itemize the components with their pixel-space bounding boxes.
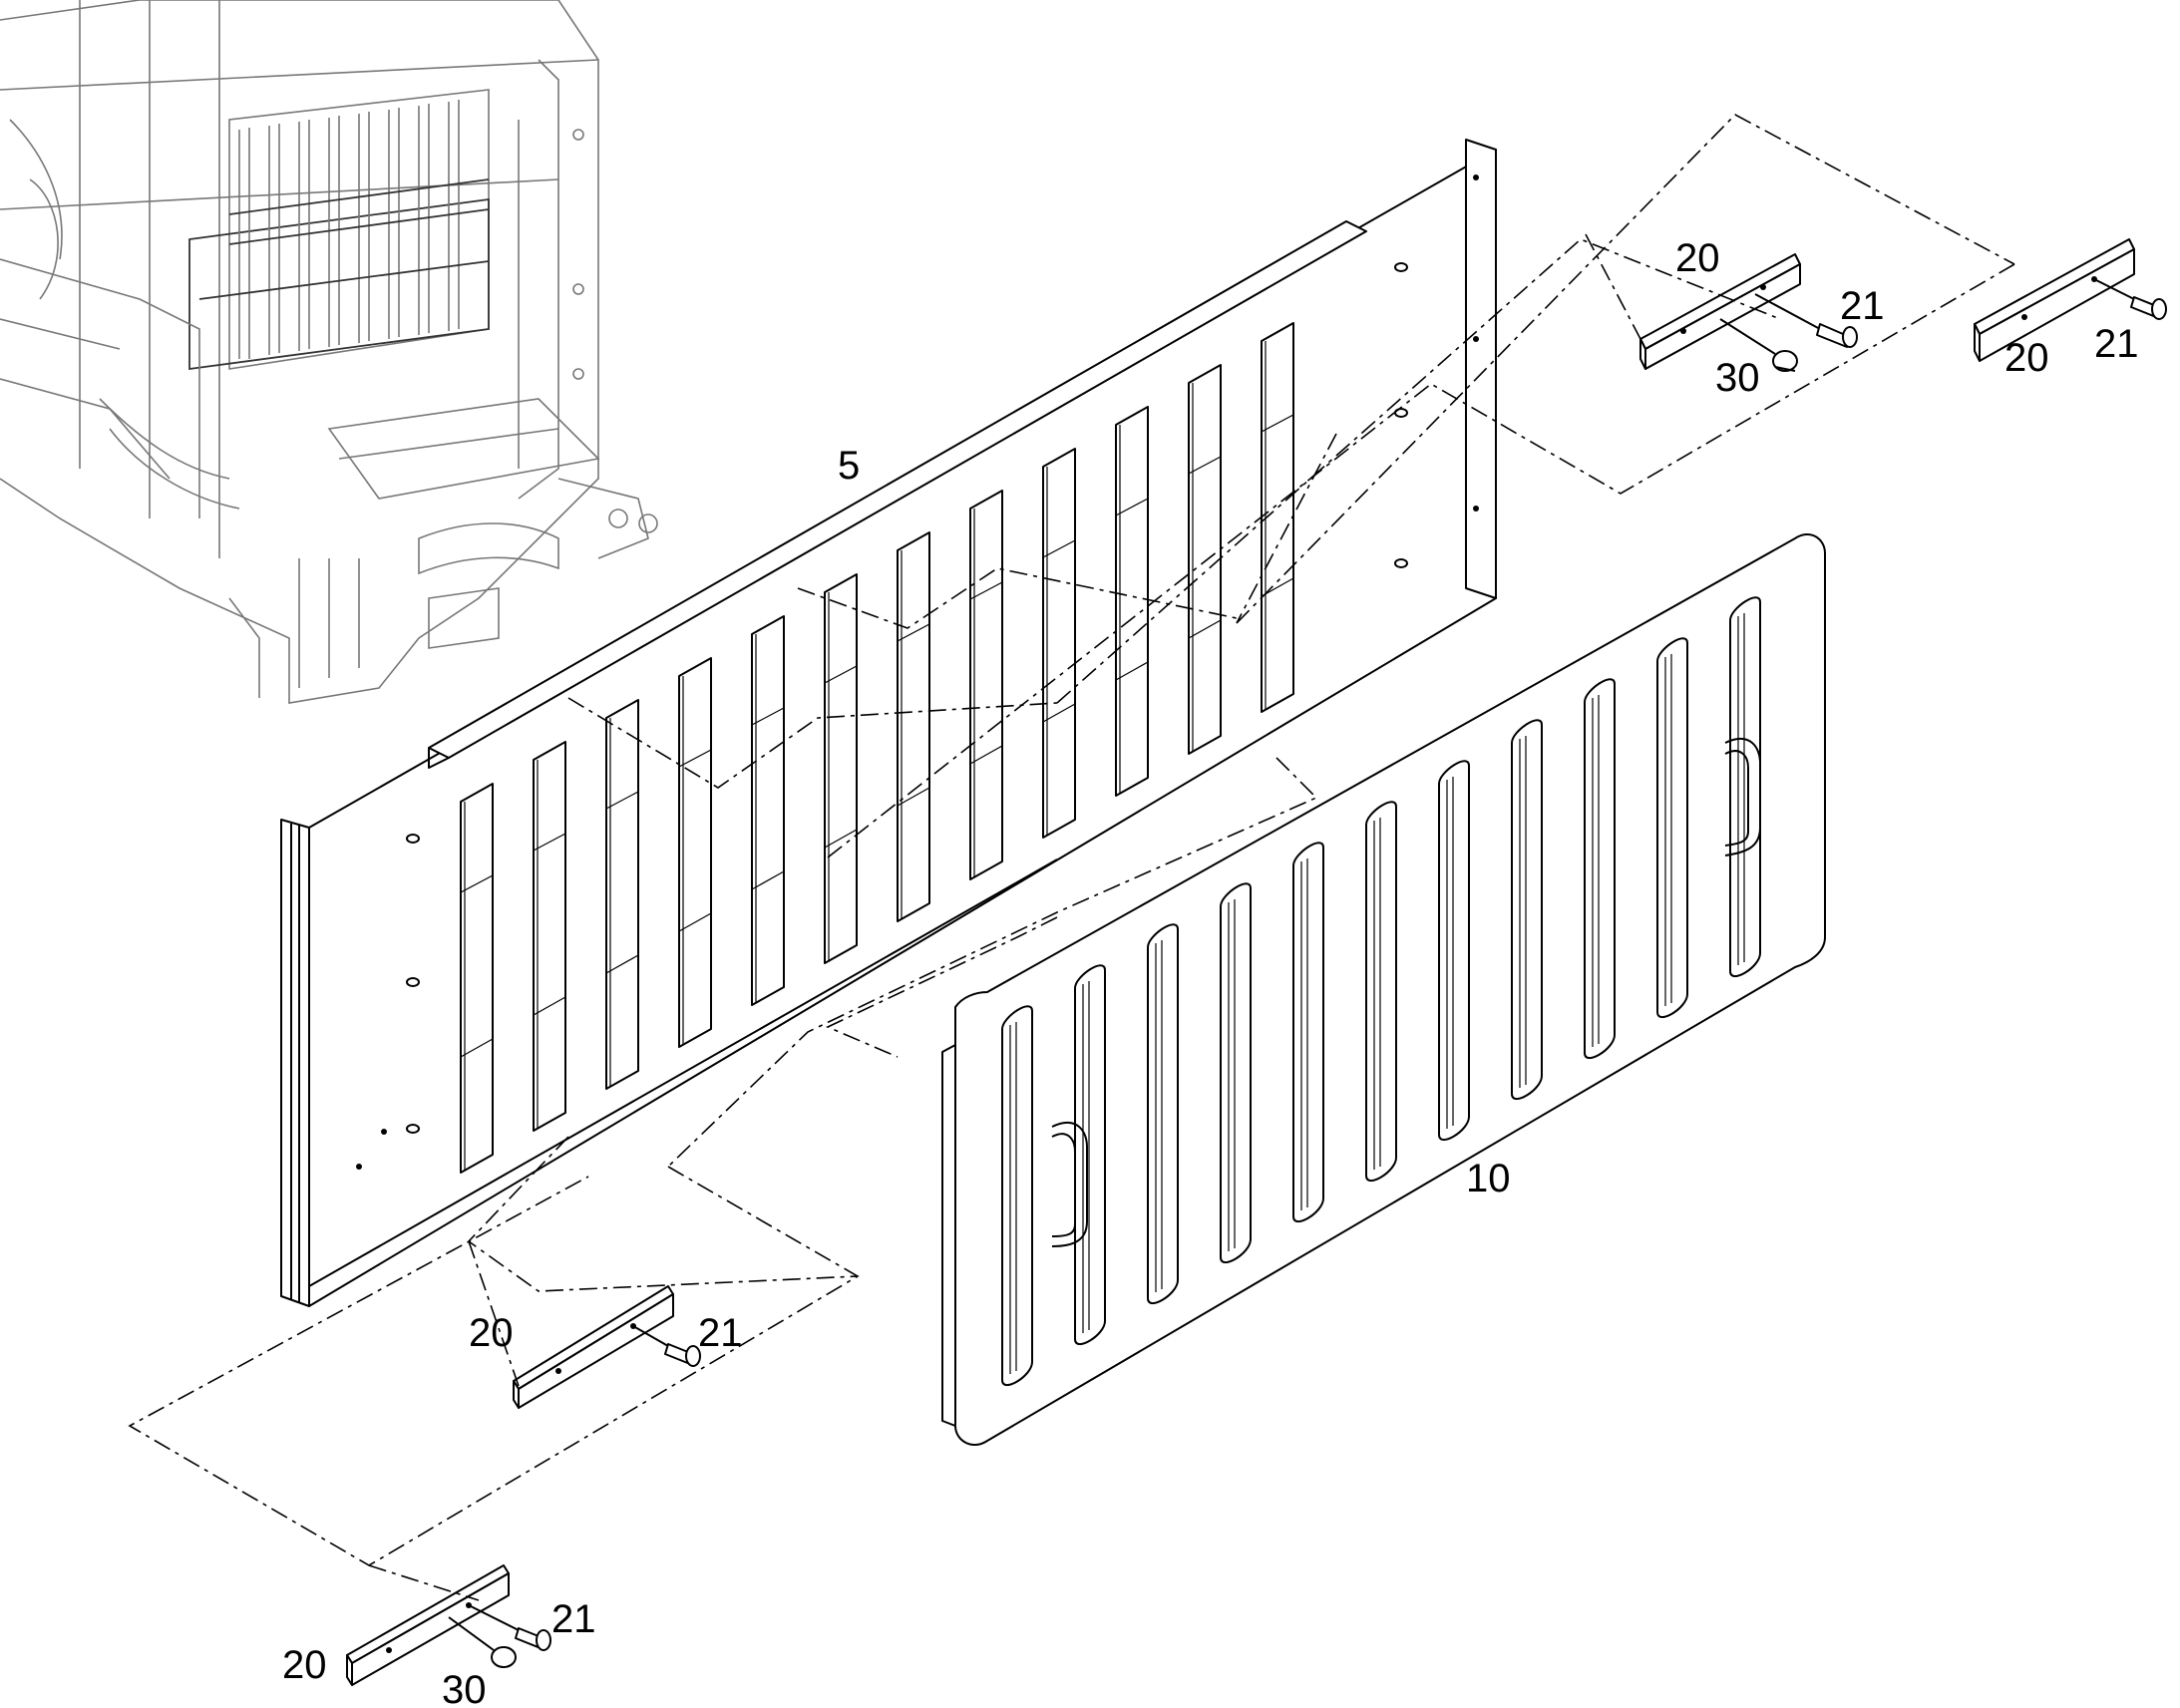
front-cover-slot [1147,923,1179,1305]
callout-labels: 5 10 20 21 30 20 21 20 21 20 21 30 [282,236,2139,1708]
front-cover-slot [1729,596,1761,978]
rear-panel-slot [533,741,566,1132]
pin-top-middle [1719,318,1798,372]
rear-panel-slot [897,531,930,922]
front-cover-slot [1220,882,1252,1264]
screw-bottom-left [468,1604,551,1651]
screw-bottom-middle [632,1325,701,1367]
front-cover-slot [1292,842,1324,1223]
rear-panel-slot [1042,448,1076,839]
front-cover-slot [1511,719,1543,1101]
callout-bracket-bottom-middle: 20 [469,1311,514,1355]
rear-panel-slot [460,783,494,1174]
rear-panel-slot [605,699,639,1090]
bracket-bottom-middle [513,1285,674,1409]
rear-panel-slot [1115,406,1149,797]
callout-bracket-top-middle: 20 [1675,236,1720,280]
callout-bracket-top-right: 20 [2004,336,2049,380]
callout-screw-top-right: 21 [2094,322,2139,366]
callout-rear-panel: 5 [838,444,860,488]
callout-bracket-bottom-left: 20 [282,1643,327,1687]
front-cover-slot [1365,801,1397,1183]
rear-panel-slot [824,573,858,964]
rear-panel-slot [751,615,785,1006]
front-cover-slot [1656,637,1688,1019]
pin-bottom-left [448,1616,517,1668]
rear-panel-mounting-holes [356,174,1479,1170]
front-cover-louver-slots [1001,596,1761,1387]
callout-screw-top-middle: 21 [1840,284,1885,328]
front-cover-slot [1001,1005,1033,1387]
callout-screw-bottom-middle: 21 [698,1311,743,1355]
bracket-top-right [1974,238,2135,362]
rear-panel-slot [678,657,712,1048]
callout-screw-bottom-left: 21 [551,1597,596,1641]
rear-panel-louver-slots [460,322,1294,1174]
assembly-leader-lines [128,114,2015,1601]
rear-panel-slot [969,490,1003,880]
front-cover-slot [1584,678,1616,1060]
bracket-top-middle [1639,253,1801,370]
front-cover-slot [1074,964,1106,1346]
rear-panel-slot [1188,364,1222,755]
screw-top-right [2093,278,2167,320]
front-cover-handle-left [1051,1121,1088,1247]
callout-pin-bottom-left: 30 [442,1668,487,1708]
front-cover-slot [1438,760,1470,1142]
bracket-bottom-left [346,1564,510,1686]
screw-top-middle [1754,293,1858,348]
callout-front-louver-cover: 10 [1466,1157,1511,1200]
front-cover-handle-right [1724,737,1761,856]
machine-context-illustration [0,0,658,704]
callout-pin-top-middle: 30 [1715,356,1760,400]
rear-panel-slot [1261,322,1294,713]
